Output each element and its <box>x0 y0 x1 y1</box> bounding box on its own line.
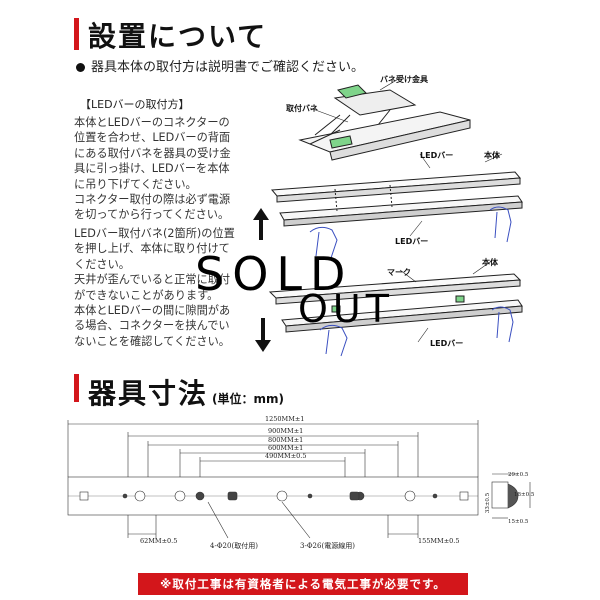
sold-out-word-1: SOLD <box>195 247 354 301</box>
dimensions-title: 器具寸法 <box>88 377 209 410</box>
led-mount-heading: 【LEDバーの取付方】 <box>80 98 190 111</box>
dim-155: 155MM±0.5 <box>418 537 460 545</box>
label-mark: マーク <box>387 268 411 277</box>
para2-line: ください。 <box>74 257 130 271</box>
para2-line: を押し上げ、本体に取り付けて <box>74 242 230 256</box>
bracket-detail-drawing <box>298 84 471 161</box>
section-title-installation: 設置について <box>88 20 268 53</box>
leader-lines <box>309 77 503 343</box>
section-accent-bar <box>74 18 79 50</box>
para2-line: ができないことがあります。 <box>74 288 219 302</box>
dim-side-bottom: 15±0.5 <box>508 519 529 525</box>
label-body-2: 本体 <box>482 258 498 267</box>
para2-line: る場合、コネクターを挟んでい <box>74 319 230 333</box>
bar-drawing-lower <box>268 273 523 333</box>
dim-800: 800MM±1 <box>268 436 304 444</box>
para2-line: 本体とLEDバーの間に隙間があ <box>74 304 231 318</box>
label-mount-spring: 取付バネ <box>286 104 318 113</box>
side-profile <box>491 473 531 519</box>
sold-out-word-2: OUT <box>298 287 394 331</box>
label-body-1: 本体 <box>484 151 500 160</box>
dim-62: 62MM±0.5 <box>140 537 178 545</box>
dim-900: 900MM±1 <box>268 427 304 435</box>
para1-line: 本体とLEDバーのコネクターの <box>74 116 230 129</box>
para1-line: にある取付バネを器具の受け金 <box>74 146 231 160</box>
para2-line: 天井が歪んでいると正常に取付 <box>74 273 231 287</box>
dim-side-left: 33±0.5 <box>485 492 492 514</box>
dim-side-top: 29±0.5 <box>508 472 529 478</box>
para2-line: LEDバー取付バネ(2箇所)の位置 <box>74 227 235 240</box>
hand-drawing <box>309 206 512 259</box>
bullet-icon <box>76 63 85 72</box>
installation-note-text: 器具本体の取付方は説明書でご確認ください。 <box>91 60 365 75</box>
para1-line: を切ってから行ってください。 <box>74 208 230 222</box>
section-accent-bar <box>74 374 79 402</box>
led-mount-paragraph-1: 本体とLEDバーのコネクターの 位置を合わせ、LEDバーの背面 にある取付バネを… <box>74 115 250 223</box>
dim-1250: 1250MM±1 <box>265 415 305 423</box>
label-spring-bracket: バネ受け金具 <box>380 75 428 84</box>
para1-line: 具に引っ掛け、LEDバーを本体 <box>74 162 230 176</box>
para1-line: コネクター取付の際は必ず電源 <box>74 193 231 207</box>
dim-600: 600MM±1 <box>268 444 304 452</box>
arrow-down-icon <box>255 318 271 352</box>
dim-side-mid: 18±0.5 <box>514 492 535 498</box>
label-led-bar-1: LEDバー <box>420 151 454 160</box>
installation-note: 器具本体の取付方は説明書でご確認ください。 <box>76 56 364 75</box>
para2-line: ないことを確認してください。 <box>74 334 230 348</box>
dim-490: 490MM±0.5 <box>265 452 307 460</box>
dimensions-unit: (単位：mm) <box>212 392 284 406</box>
arrow-up-icon <box>253 208 269 240</box>
para1-line: に吊り下げてください。 <box>74 177 197 191</box>
mount-holes <box>79 490 469 502</box>
dimension-drawing <box>67 420 531 539</box>
led-mount-paragraph-2: LEDバー取付バネ(2箇所)の位置 を押し上げ、本体に取り付けて ください。 天… <box>74 226 250 349</box>
hand-drawing <box>319 306 514 357</box>
dim-hole-26: 3-Φ26(電源線用) <box>300 542 355 550</box>
installation-illustration <box>268 77 523 357</box>
label-led-bar-2: LEDバー <box>395 237 429 246</box>
para1-line: 位置を合わせ、LEDバーの背面 <box>74 131 231 145</box>
label-led-bar-3: LEDバー <box>430 339 464 348</box>
dim-hole-20: 4-Φ20(取付用) <box>210 542 258 550</box>
section-title-dimensions: 器具寸法(単位：mm) <box>88 372 284 412</box>
bar-drawing-upper <box>270 171 523 227</box>
installation-warning-banner: ※取付工事は有資格者による電気工事が必要です。 <box>138 573 468 595</box>
